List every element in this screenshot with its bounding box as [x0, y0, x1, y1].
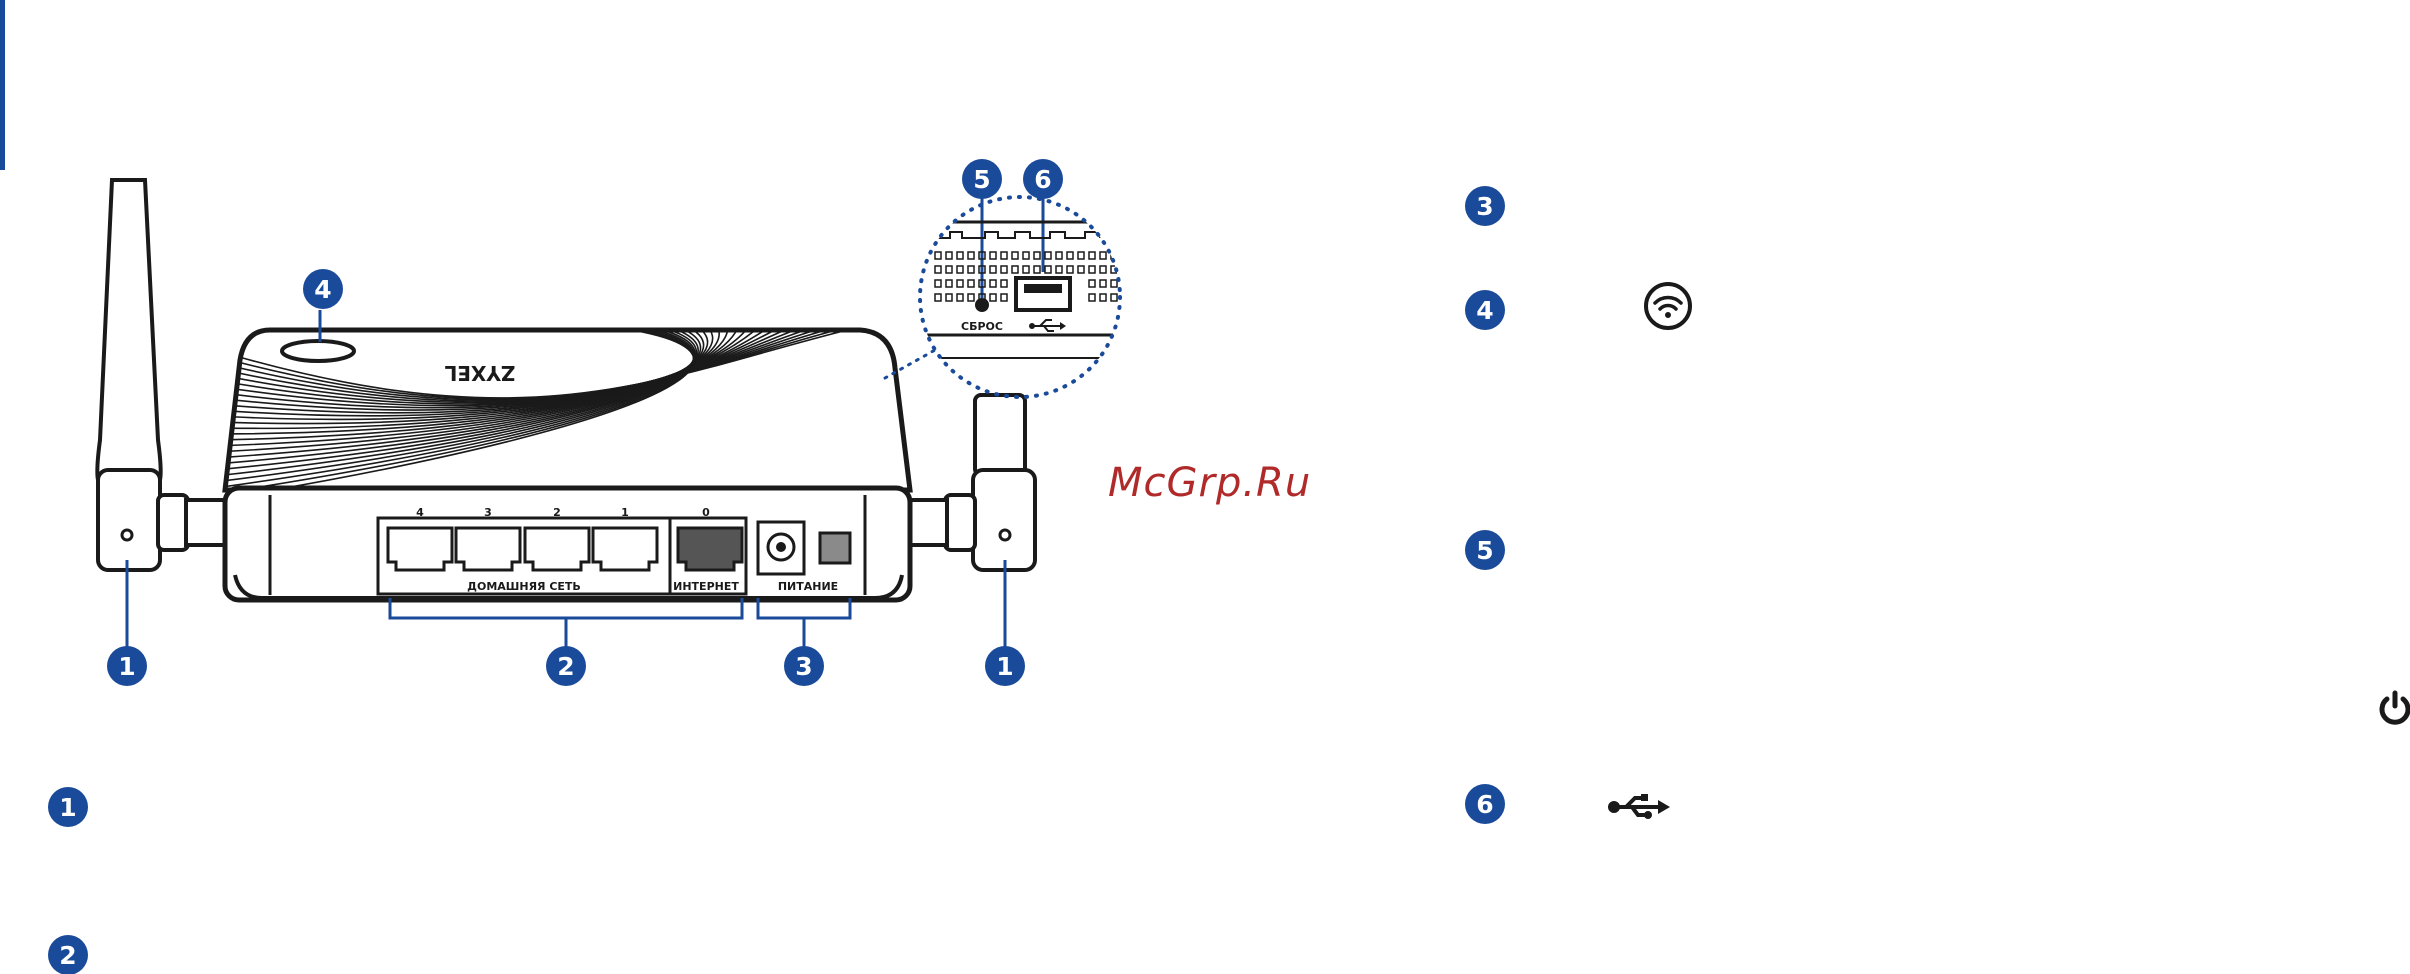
reset-label: СБРОС [961, 320, 1003, 333]
marker-5: 5 [962, 159, 1002, 199]
legend-marker-6: 6 [1465, 784, 1505, 824]
page-edge-bar [0, 0, 5, 170]
marker-label: 2 [557, 652, 574, 681]
marker-label: 5 [973, 165, 990, 194]
wifi-icon [1644, 282, 1692, 330]
power-icon [2379, 690, 2410, 725]
watermark: McGrp.Ru [1108, 460, 1312, 506]
zoom-callout: СБРОС [883, 195, 1122, 399]
marker-label: 5 [1476, 536, 1493, 565]
antenna-left [95, 178, 230, 572]
brackets [125, 196, 1045, 648]
antenna-right [903, 393, 1037, 572]
legend-marker-4: 4 [1465, 290, 1505, 330]
port-number-0: 0 [702, 506, 710, 519]
marker-label: 4 [314, 275, 331, 304]
port-number-1: 1 [621, 506, 629, 519]
marker-label: 3 [795, 652, 812, 681]
port-panel: 4 3 2 1 0 ДОМАШНЯЯ СЕТЬ ИНТЕРНЕТ ПИТАНИЕ [376, 506, 852, 596]
marker-label: 4 [1476, 296, 1493, 325]
marker-label: 1 [118, 652, 135, 681]
lan-port-2 [523, 526, 591, 572]
port-number-4: 4 [416, 506, 424, 519]
wps-button [280, 339, 356, 363]
lan-port-3 [454, 526, 522, 572]
port-number-3: 3 [484, 506, 492, 519]
marker-4: 4 [303, 269, 343, 309]
top-swirl-pattern [225, 330, 881, 490]
reset-button-hole [975, 298, 989, 312]
legend-marker-2: 2 [48, 935, 88, 974]
marker-2: 2 [546, 646, 586, 686]
marker-label: 6 [1476, 790, 1493, 819]
port-number-2: 2 [553, 506, 561, 519]
power-label: ПИТАНИЕ [778, 580, 838, 593]
lan-port-1 [591, 526, 659, 572]
usb-icon [1608, 794, 1670, 819]
legend-marker-5: 5 [1465, 530, 1505, 570]
internet-label: ИНТЕРНЕТ [673, 580, 739, 593]
lan-port-4 [386, 526, 454, 572]
marker-label: 3 [1476, 192, 1493, 221]
power-switch [818, 531, 852, 565]
marker-1-left: 1 [107, 646, 147, 686]
marker-label: 1 [59, 793, 76, 822]
legend-marker-3: 3 [1465, 186, 1505, 226]
marker-3: 3 [784, 646, 824, 686]
legend-marker-1: 1 [48, 787, 88, 827]
marker-label: 2 [59, 941, 76, 970]
marker-1-right: 1 [985, 646, 1025, 686]
usb-icon [1029, 319, 1066, 332]
marker-label: 1 [996, 652, 1013, 681]
wan-port [676, 526, 744, 572]
usb-port [1014, 276, 1072, 312]
marker-6: 6 [1023, 159, 1063, 199]
home-network-label: ДОМАШНЯЯ СЕТЬ [467, 580, 581, 593]
brand-logo: ZYXEL [444, 361, 515, 385]
marker-label: 6 [1034, 165, 1051, 194]
